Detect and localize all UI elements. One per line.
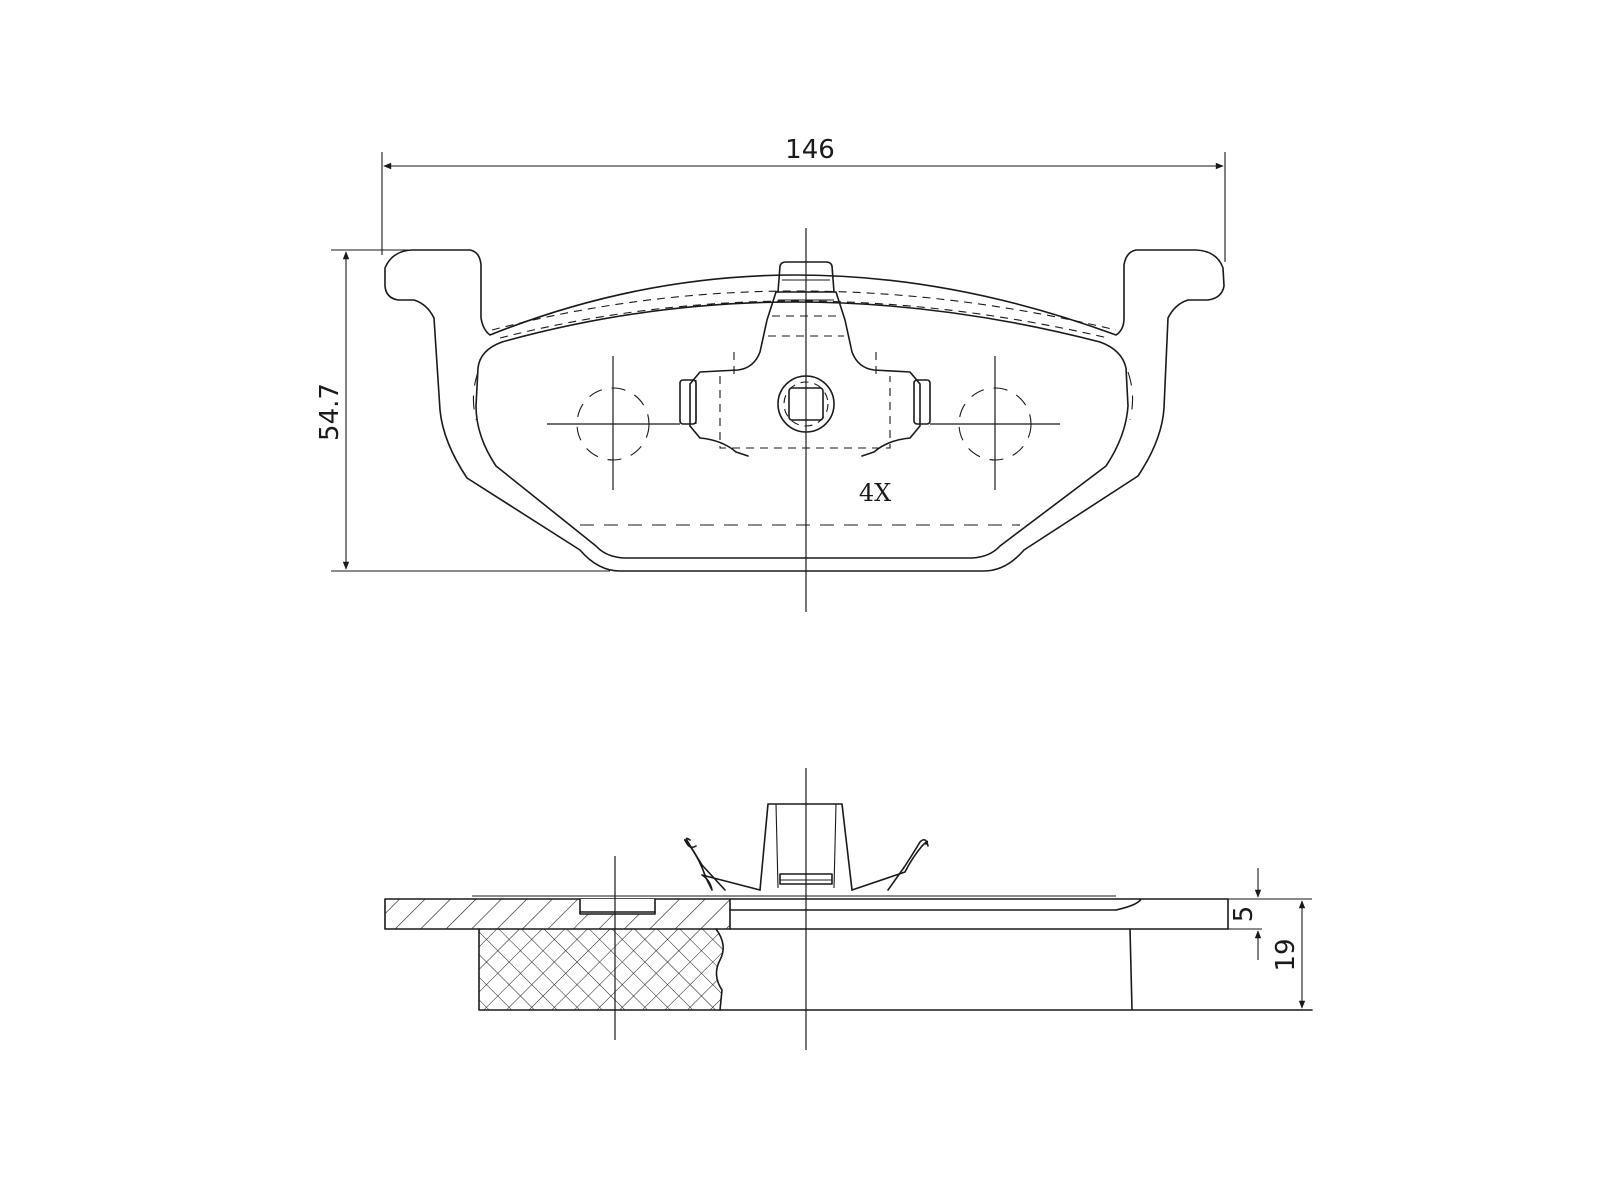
chamfer-line-lower	[499, 300, 1109, 339]
chamfer-line-upper	[491, 290, 1117, 331]
backing-plate-right	[729, 898, 1142, 911]
side-chamfer-right	[1127, 371, 1134, 421]
retaining-clip	[679, 261, 931, 457]
clip-side	[683, 803, 929, 891]
clip-bump-right	[913, 379, 931, 425]
pin-hole-left	[547, 356, 680, 490]
clip-bump-left	[679, 379, 697, 425]
friction-material-outline	[475, 301, 1129, 559]
height-dimension-label: 54.7	[315, 383, 345, 441]
width-dimension: 146	[381, 135, 1226, 262]
width-dimension-label: 146	[785, 135, 835, 165]
backing-plate-outline	[384, 249, 1225, 572]
friction-material-right	[719, 928, 1313, 1011]
side-chamfer-left	[472, 371, 479, 421]
total-thickness-label: 19	[1271, 938, 1301, 971]
quantity-label: 4X	[859, 479, 891, 507]
side-view: 5 19	[384, 768, 1313, 1050]
backing-plate-section	[384, 898, 731, 930]
thickness-dimensions: 5 19	[1228, 868, 1312, 1009]
friction-material-section	[478, 928, 724, 1011]
plate-thickness-label: 5	[1229, 906, 1259, 923]
pin-hole-right	[930, 356, 1060, 490]
front-view: 146 54.7	[315, 135, 1226, 612]
height-dimension: 54.7	[315, 249, 610, 572]
